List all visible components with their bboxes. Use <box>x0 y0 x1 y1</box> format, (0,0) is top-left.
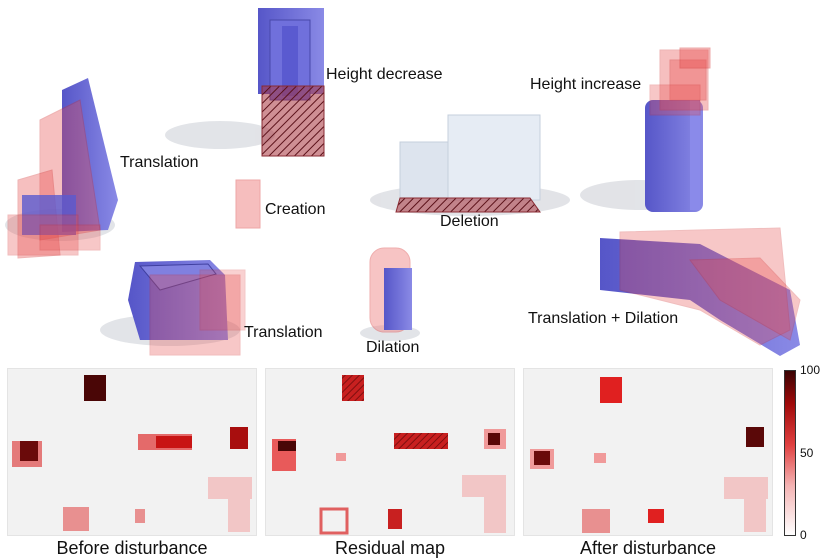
creation-building <box>235 179 261 229</box>
translation-building-1 <box>7 78 118 259</box>
residual-map <box>265 368 515 536</box>
caption-after: After disturbance <box>579 538 717 558</box>
colorbar-max-label: 100 <box>800 363 821 377</box>
translation-building-2 <box>128 260 246 356</box>
building-scene <box>5 8 801 356</box>
caption-residual: Residual map <box>334 538 446 558</box>
translation-dilation-building <box>600 227 801 356</box>
after-disturbance-map <box>523 368 773 536</box>
caption-before: Before disturbance <box>56 538 208 558</box>
label-translation-2: Translation <box>244 324 323 341</box>
label-deletion: Deletion <box>440 213 499 230</box>
height-decrease-building <box>258 8 325 157</box>
colorbar-min-label: 0 <box>800 528 807 542</box>
label-translation-dilation: Translation + Dilation <box>528 310 679 327</box>
label-height-increase: Height increase <box>530 76 642 93</box>
label-creation: Creation <box>265 201 326 218</box>
colorbar <box>784 370 796 536</box>
label-translation-1: Translation <box>120 154 199 171</box>
dilation-building <box>369 247 412 333</box>
colorbar-mid-label: 50 <box>800 446 814 460</box>
label-dilation: Dilation <box>366 339 420 356</box>
height-increase-building <box>645 47 711 212</box>
before-disturbance-map <box>7 368 257 536</box>
deletion-building <box>395 114 541 213</box>
label-height-decrease: Height decrease <box>326 66 443 83</box>
